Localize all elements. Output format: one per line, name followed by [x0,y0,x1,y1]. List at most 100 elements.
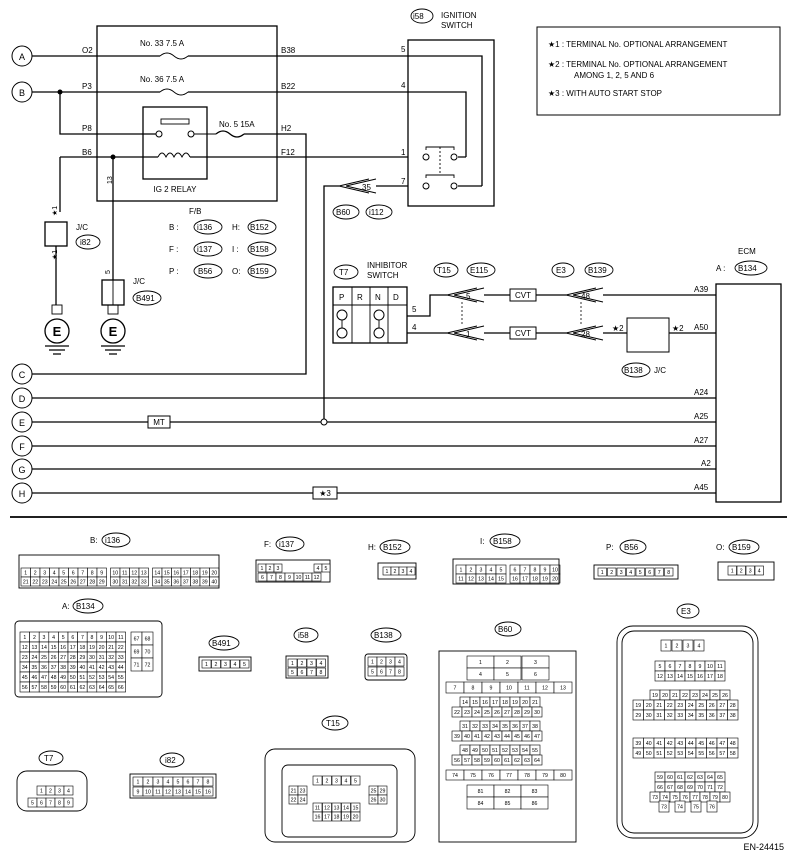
svg-text:41: 41 [656,741,662,747]
svg-text:INHIBITOR: INHIBITOR [367,261,408,270]
svg-text:38: 38 [730,713,736,719]
ground-icon-2 [100,318,126,344]
svg-text:5: 5 [354,779,357,785]
svg-text:22: 22 [667,703,673,709]
svg-text:19: 19 [512,700,518,706]
svg-text:5: 5 [466,292,471,301]
svg-text:66: 66 [657,785,663,791]
svg-text:20: 20 [211,571,217,577]
svg-text:33: 33 [141,580,147,586]
svg-text:2: 2 [380,660,383,666]
svg-text:56: 56 [454,758,460,764]
pin-h2: H2 [281,124,292,133]
svg-text:24: 24 [702,693,708,699]
svg-text:31: 31 [462,724,468,730]
svg-text:E: E [53,324,62,339]
terminal-a: A [19,52,25,62]
svg-text:20: 20 [646,703,652,709]
svg-text:1: 1 [261,566,264,572]
t15-connector-icon-1 [446,287,485,303]
svg-text:D: D [393,293,399,302]
svg-text:i137: i137 [279,540,295,549]
svg-text:1: 1 [479,660,482,666]
svg-text:1: 1 [731,569,734,575]
svg-text:8: 8 [207,780,210,786]
svg-text:14: 14 [185,790,191,796]
terminal-e: E [19,418,25,428]
svg-text:21: 21 [672,693,678,699]
svg-text:3: 3 [534,660,537,666]
svg-text:45: 45 [514,734,520,740]
svg-text:26: 26 [371,798,377,804]
svg-text:74: 74 [662,795,668,801]
svg-text:P:: P: [606,543,614,552]
svg-text:14: 14 [41,645,47,651]
svg-text:52: 52 [89,675,95,681]
pin-p8: P8 [82,124,92,133]
svg-text:9: 9 [544,568,547,574]
svg-text:4: 4 [67,789,70,795]
svg-text:F:: F: [264,540,271,549]
svg-text:30: 30 [534,710,540,716]
svg-text:B134: B134 [738,264,757,273]
svg-text:77: 77 [692,795,698,801]
svg-text:1: 1 [291,661,294,667]
svg-text:55: 55 [532,748,538,754]
svg-text:5: 5 [506,672,509,678]
svg-text:80: 80 [722,795,728,801]
svg-text:B138: B138 [374,631,393,640]
svg-text:6: 6 [514,568,517,574]
svg-text:84: 84 [478,801,484,807]
svg-text:30: 30 [89,655,95,661]
svg-text:9: 9 [288,575,291,581]
svg-text:B138: B138 [624,366,643,375]
svg-text:58: 58 [730,751,736,757]
svg-text:12: 12 [131,571,137,577]
svg-text:3: 3 [58,789,61,795]
svg-text:39: 39 [70,665,76,671]
svg-text:26: 26 [709,703,715,709]
svg-text:3: 3 [43,635,46,641]
svg-text:37: 37 [719,713,725,719]
svg-text:25: 25 [712,693,718,699]
svg-text:J/C: J/C [654,366,666,375]
svg-text:42: 42 [484,734,490,740]
svg-text:9: 9 [699,664,702,670]
svg-text:25: 25 [61,580,67,586]
svg-text:4: 4 [401,81,406,90]
svg-text:29: 29 [635,713,641,719]
svg-text:E3: E3 [556,266,566,275]
svg-text:21: 21 [108,645,114,651]
svg-text:O:: O: [232,267,240,276]
svg-text:i136: i136 [197,223,213,232]
svg-text:7: 7 [81,635,84,641]
svg-text:B152: B152 [383,543,402,552]
star3-box [312,486,338,500]
svg-text:38: 38 [532,724,538,730]
fuse-33-icon [159,52,189,60]
svg-text:31: 31 [99,655,105,661]
svg-text:60: 60 [60,685,66,691]
svg-text:14: 14 [154,571,160,577]
fuse-36-label: No. 36 7.5 A [140,75,185,84]
svg-text:23: 23 [692,693,698,699]
svg-text:2: 2 [49,789,52,795]
svg-text:44: 44 [118,665,124,671]
svg-text:21: 21 [532,700,538,706]
svg-text:i112: i112 [369,208,384,217]
svg-text:B158: B158 [493,537,512,546]
svg-text:40: 40 [211,580,217,586]
svg-text:41: 41 [89,665,95,671]
svg-text:79: 79 [542,773,548,779]
svg-text:16: 16 [315,815,321,821]
svg-text:I:: I: [480,537,484,546]
svg-text:6: 6 [534,672,537,678]
svg-text:i82: i82 [80,238,91,247]
svg-text:52: 52 [502,748,508,754]
svg-text:34: 34 [22,665,28,671]
svg-text:7: 7 [658,570,661,576]
svg-text:30: 30 [380,798,386,804]
svg-text:4: 4 [412,323,417,332]
svg-text:77: 77 [506,773,512,779]
